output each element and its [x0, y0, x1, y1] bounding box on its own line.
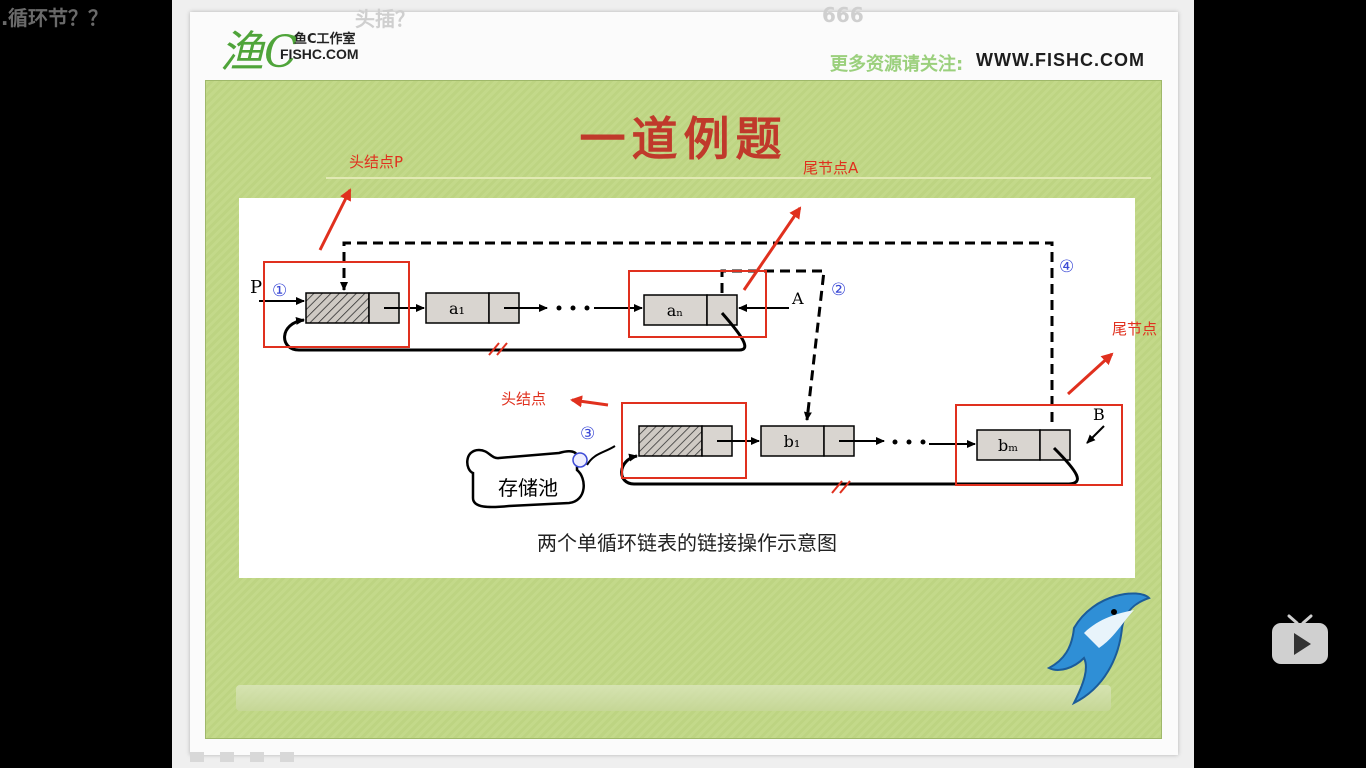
play-button[interactable] [1271, 614, 1329, 666]
node-bm-label: bₘ [998, 436, 1018, 455]
annotation-arrow-tail-a [742, 206, 802, 291]
nav-pen-icon[interactable] [220, 752, 234, 762]
pointer-b-label: B [1093, 405, 1105, 424]
highlight-head-node-b [621, 402, 747, 479]
step-4-marker: ④ [1059, 257, 1074, 277]
tv-play-icon [1272, 614, 1328, 664]
list-a-node-an: aₙ [643, 294, 738, 326]
annotation-tail-node-a: 尾节点A [803, 159, 859, 177]
node-an-label: aₙ [667, 301, 684, 320]
storage-pool-label: 存储池 [498, 476, 558, 500]
danmaku-comment-1: …循环节？？ [0, 6, 108, 30]
annotation-arrow-head-p [318, 188, 352, 251]
header-url: WWW.FISHC.COM [976, 50, 1145, 70]
list-b-node-bm: bₘ [976, 429, 1071, 461]
slide-title: 一道例题 [579, 112, 788, 166]
nav-next-icon[interactable] [280, 752, 294, 762]
fishc-logo: 渔C [220, 27, 298, 78]
annotation-arrow-head [570, 395, 609, 408]
slide-bottom-bar [236, 685, 1111, 711]
content-panel: 一道例题 [205, 80, 1162, 739]
linked-list-diagram: a₁ aₙ b₁ [239, 198, 1135, 578]
logo-en-text: FISHC.COM [280, 46, 359, 62]
logo-cn-text: 鱼C工作室 [294, 32, 356, 47]
slide: 渔C 鱼C工作室 FISHC.COM 更多资源请关注: WWW.FISHC.CO… [172, 0, 1194, 768]
node-b1-label: b₁ [784, 432, 801, 451]
annotation-arrows [318, 188, 1114, 408]
danmaku-comment-2: 头插？ [355, 7, 415, 31]
diagram-caption: 两个单循环链表的链接操作示意图 [537, 531, 837, 555]
shark-mascot-icon [1046, 592, 1151, 706]
step-3-marker: ③ [580, 424, 595, 444]
node-a1-label: a₁ [449, 299, 465, 318]
pointer-hand-icon [572, 452, 588, 468]
nav-prev-icon[interactable] [190, 752, 204, 762]
annotation-head-node: 头结点 [501, 390, 547, 408]
highlight-tail-node-b [955, 404, 1123, 486]
pointer-p-label: P [250, 277, 262, 298]
slide-nav-controls[interactable] [190, 747, 310, 766]
nav-menu-icon[interactable] [250, 752, 264, 762]
pointer-a-label: A [791, 289, 804, 308]
step-1-marker: ① [272, 281, 287, 301]
step-2-marker: ② [831, 280, 846, 300]
storage-pool-scroll: 存储池 [466, 448, 585, 509]
annotation-tail-node: 尾节点 [1112, 320, 1158, 338]
highlight-head-node-p [263, 261, 410, 348]
annotation-head-node-p: 头结点P [349, 153, 404, 171]
annotation-arrow-tail [1066, 352, 1114, 396]
highlight-tail-node-a [628, 270, 767, 338]
slide-page: 渔C 鱼C工作室 FISHC.COM 更多资源请关注: WWW.FISHC.CO… [190, 12, 1178, 762]
danmaku-comment-3: 666 [822, 3, 864, 27]
diagram-svg: a₁ aₙ b₁ [250, 241, 1123, 555]
header-resource-label: 更多资源请关注: [830, 54, 964, 75]
title-divider [326, 177, 1151, 179]
